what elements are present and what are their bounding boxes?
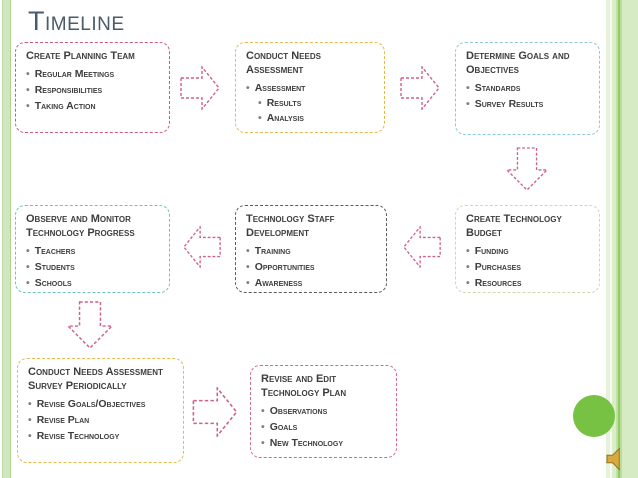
bullet-text: Purchases [474,260,521,273]
bullet-text: Resources [474,276,522,289]
bullet-item: • Results [258,97,374,110]
bullet-item: • Revise Goals/Objectives [28,398,173,411]
bullet-text: Survey Results [474,97,544,110]
bullet-text: Awareness [254,276,303,289]
bullet-item: • Revise Plan [28,414,173,427]
bullet-marker: • [466,97,470,110]
flow-arrow-down-icon [67,301,113,350]
bullet-text: Goals [269,420,298,433]
bullet-text: Analysis [266,111,304,124]
flow-arrow-right-icon [180,66,220,110]
box-title: Conduct Needs Assessment [246,50,321,76]
bullet-text: Standards [474,81,521,94]
bullet-marker: • [26,83,30,96]
bullet-item: • Schools [26,277,159,290]
slide-title: Timeline [28,6,125,36]
flow-arrow-right-icon [400,66,440,110]
bullet-marker: • [258,111,262,124]
bullet-marker: • [26,276,30,289]
bullet-item: • Resources [466,277,589,290]
bullet-marker: • [28,397,32,410]
flow-arrow-down-icon [506,147,548,191]
box-title: Technology Staff Development [246,213,335,239]
flow-arrow-right-icon [192,387,238,437]
bullet-item: • Taking Action [26,100,159,113]
bullet-marker: • [261,436,265,449]
left-edge-strip [2,0,11,478]
bullet-item: • Funding [466,245,589,258]
box-title: Observe and Monitor Technology Progress [26,213,135,239]
bullet-marker: • [28,429,32,442]
bullet-text: Responsibilities [34,83,103,96]
bullet-marker: • [246,244,250,257]
bullet-marker: • [258,96,262,109]
flow-arrow-left-icon [183,226,221,268]
bullet-marker: • [246,81,250,94]
bullet-item: • Responsibilities [26,84,159,97]
bullet-text: Opportunities [254,260,315,273]
box-title: Conduct Needs Assessment Survey Periodic… [28,366,163,392]
bullet-item: • Opportunities [246,261,376,274]
bullet-text: Schools [34,276,72,289]
bullet-text: Training [254,244,291,257]
flow-arrow-left-icon [403,226,441,268]
box-conduct-needs-assessment: Conduct Needs Assessment • Assessment • Re… [235,42,385,133]
bullet-item: • Teachers [26,245,159,258]
box-title: Revise and Edit Technology Plan [261,373,347,399]
bullet-text: Results [266,96,302,109]
bullet-text: Teachers [34,244,76,257]
bullet-item: • Revise Technology [28,430,173,443]
box-title: Create Technology Budget [466,213,562,239]
bullet-marker: • [246,260,250,273]
bullet-item: • New Technology [261,437,386,450]
box-observe-monitor-progress: Observe and Monitor Technology Progress … [15,205,170,293]
bullet-item: • Assessment [246,82,374,95]
box-technology-staff-development: Technology Staff Development • Training •… [235,205,387,293]
bullet-marker: • [466,276,470,289]
bullet-marker: • [466,260,470,273]
bullet-marker: • [466,81,470,94]
bullet-text: Revise Technology [36,429,120,442]
bullet-marker: • [26,244,30,257]
box-create-technology-budget: Create Technology Budget • Funding • Purch… [455,205,600,293]
bullet-marker: • [26,67,30,80]
bullet-marker: • [26,100,30,112]
bullet-text: Students [34,260,75,273]
box-determine-goals-objectives: Determine Goals and Objectives • Standard… [455,42,600,135]
bullet-marker: • [261,420,265,433]
box-conduct-needs-survey-periodically: Conduct Needs Assessment Survey Periodic… [17,358,184,463]
speaker-icon[interactable] [606,447,625,471]
green-circle-shape [573,395,615,437]
bullet-item: • Survey Results [466,98,589,111]
bullet-text: New Technology [269,436,343,449]
box-create-planning-team: Create Planning Team • Regular Meetings •… [15,42,170,133]
bullet-text: Observations [269,404,328,417]
bullet-text: Taking Action [34,100,96,112]
bullet-item: • Standards [466,82,589,95]
bullet-item: • Awareness [246,277,376,290]
bullet-marker: • [28,413,32,426]
bullet-item: • Training [246,245,376,258]
bullet-marker: • [246,276,250,289]
bullet-text: Assessment [254,81,306,94]
bullet-marker: • [26,260,30,273]
bullet-item: • Students [26,261,159,274]
bullet-marker: • [261,404,265,417]
bullet-item: • Observations [261,405,386,418]
bullet-text: Regular Meetings [34,67,115,80]
box-title: Determine Goals and Objectives [466,50,570,76]
bullet-text: Revise Plan [36,413,90,426]
bullet-text: Funding [474,244,509,257]
box-revise-edit-technology-plan: Revise and Edit Technology Plan • Observa… [250,365,397,458]
bullet-item: • Regular Meetings [26,68,159,81]
bullet-item: • Goals [261,421,386,434]
bullet-marker: • [466,244,470,257]
bullet-item: • Purchases [466,261,589,274]
box-title: Create Planning Team [26,50,135,62]
bullet-item: • Analysis [258,112,374,125]
bullet-text: Revise Goals/Objectives [36,397,146,410]
